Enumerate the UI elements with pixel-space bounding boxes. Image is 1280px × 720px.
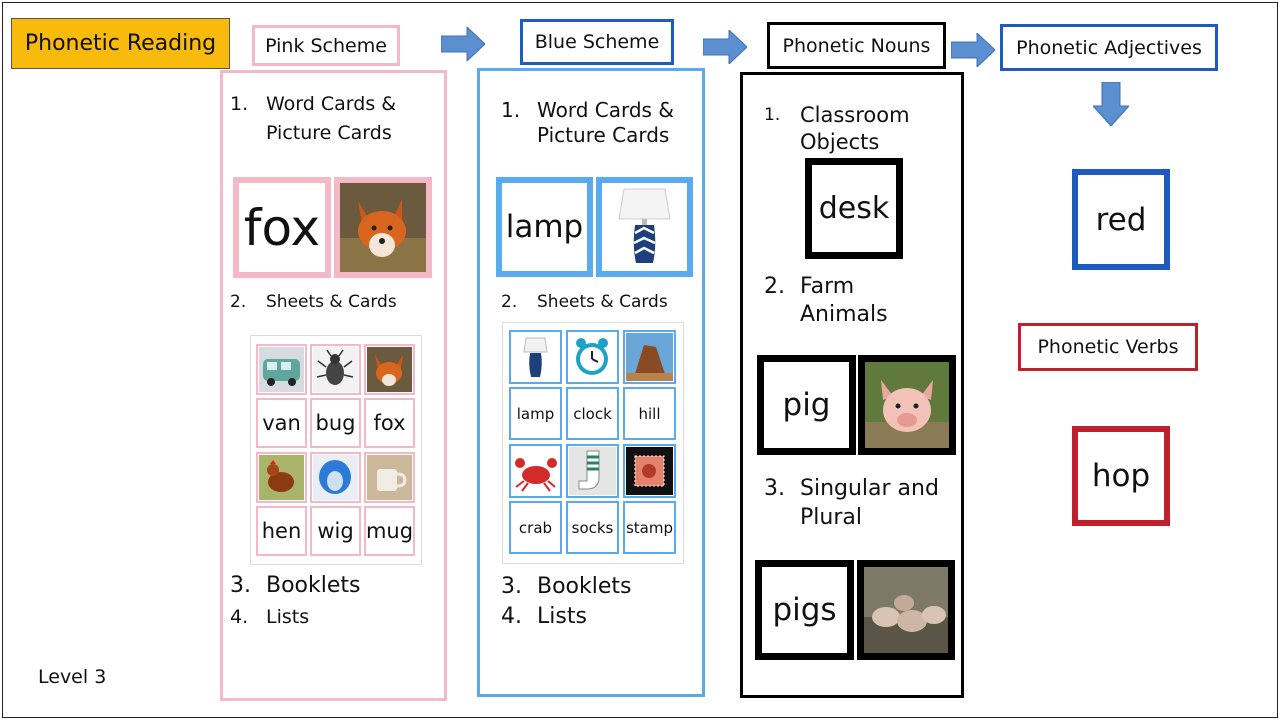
stage-phonetic-nouns: Phonetic Nouns	[767, 22, 946, 69]
sheet-word-hill: hill	[623, 387, 676, 440]
blue-item-4: 4. Lists	[501, 604, 587, 629]
arrow-down-icon	[1093, 82, 1129, 126]
pink-item-4: 4. Lists	[230, 606, 310, 628]
sheet-word-stamp: stamp	[623, 501, 676, 554]
nouns-item-2: 2. Farm Animals	[764, 274, 888, 327]
sheet-picture-clock	[566, 330, 619, 384]
sheet-word-van: van	[256, 398, 307, 448]
blue-item-1: 1. Word Cards & Picture Cards	[501, 98, 674, 147]
sheet-word-fox: fox	[364, 398, 415, 448]
nouns-item-3: 3. Singular and Plural	[764, 476, 939, 530]
sheet-picture-hill	[623, 330, 676, 384]
hill-image	[626, 333, 673, 381]
fox-image	[367, 347, 412, 392]
sheet-picture-socks	[566, 444, 619, 498]
van-image	[259, 347, 304, 392]
stage-phonetic-adjectives: Phonetic Adjectives	[1000, 24, 1218, 71]
pigs-image	[864, 567, 948, 653]
bug-image	[313, 347, 358, 392]
nouns-item-1: 1. Classroom Objects	[764, 103, 910, 154]
sheet-picture-fox	[364, 344, 415, 395]
adjective-card-red: red	[1072, 169, 1170, 270]
stamp-image	[626, 447, 673, 495]
lamp-image	[512, 333, 559, 381]
sheet-word-bug: bug	[310, 398, 361, 448]
sheet-word-mug: mug	[364, 506, 415, 556]
sheet-word-wig: wig	[310, 506, 361, 556]
pig-image	[865, 362, 949, 448]
level-label: Level 3	[38, 666, 107, 688]
arrow-right-icon	[441, 27, 485, 61]
picture-card-pig	[858, 355, 956, 455]
pink-item-1: 1. Word Cards & Picture Cards	[230, 93, 397, 144]
mug-image	[367, 455, 412, 500]
socks-image	[569, 447, 616, 495]
crab-image	[512, 447, 559, 495]
stage-phonetic-verbs: Phonetic Verbs	[1018, 323, 1198, 371]
pink-item-2: 2. Sheets & Cards	[230, 292, 397, 312]
sheet-picture-hen	[256, 452, 307, 503]
sheet-picture-crab	[509, 444, 562, 498]
stage-pink-scheme: Pink Scheme	[252, 25, 400, 66]
word-card-fox: fox	[233, 177, 331, 278]
sheet-picture-wig	[310, 452, 361, 503]
arrow-right-icon	[951, 33, 995, 67]
blue-item-2: 2. Sheets & Cards	[501, 292, 668, 312]
sheet-picture-mug	[364, 452, 415, 503]
sheet-word-lamp: lamp	[509, 387, 562, 440]
sheet-picture-lamp	[509, 330, 562, 384]
title-badge: Phonetic Reading	[11, 18, 230, 69]
sheet-word-hen: hen	[256, 506, 307, 556]
verb-card-hop: hop	[1072, 426, 1170, 526]
wig-image	[313, 455, 358, 500]
stage-blue-scheme: Blue Scheme	[520, 19, 674, 65]
fox-image	[340, 183, 426, 272]
pink-item-3: 3. Booklets	[230, 573, 361, 598]
sheet-word-clock: clock	[566, 387, 619, 440]
noun-card-pigs: pigs	[755, 560, 854, 660]
picture-card-lamp	[596, 177, 693, 277]
picture-card-pigs	[857, 560, 955, 660]
sheet-picture-van	[256, 344, 307, 395]
clock-image	[569, 333, 616, 381]
word-card-lamp: lamp	[496, 177, 593, 277]
sheet-word-crab: crab	[509, 501, 562, 554]
noun-card-pig: pig	[757, 355, 856, 455]
arrow-right-icon	[703, 30, 747, 64]
lamp-image	[602, 183, 687, 271]
sheet-picture-stamp	[623, 444, 676, 498]
sheet-picture-bug	[310, 344, 361, 395]
blue-item-3: 3. Booklets	[501, 574, 632, 599]
noun-card-desk: desk	[805, 158, 903, 259]
hen-image	[259, 455, 304, 500]
picture-card-fox	[334, 177, 432, 278]
sheet-word-socks: socks	[566, 501, 619, 554]
